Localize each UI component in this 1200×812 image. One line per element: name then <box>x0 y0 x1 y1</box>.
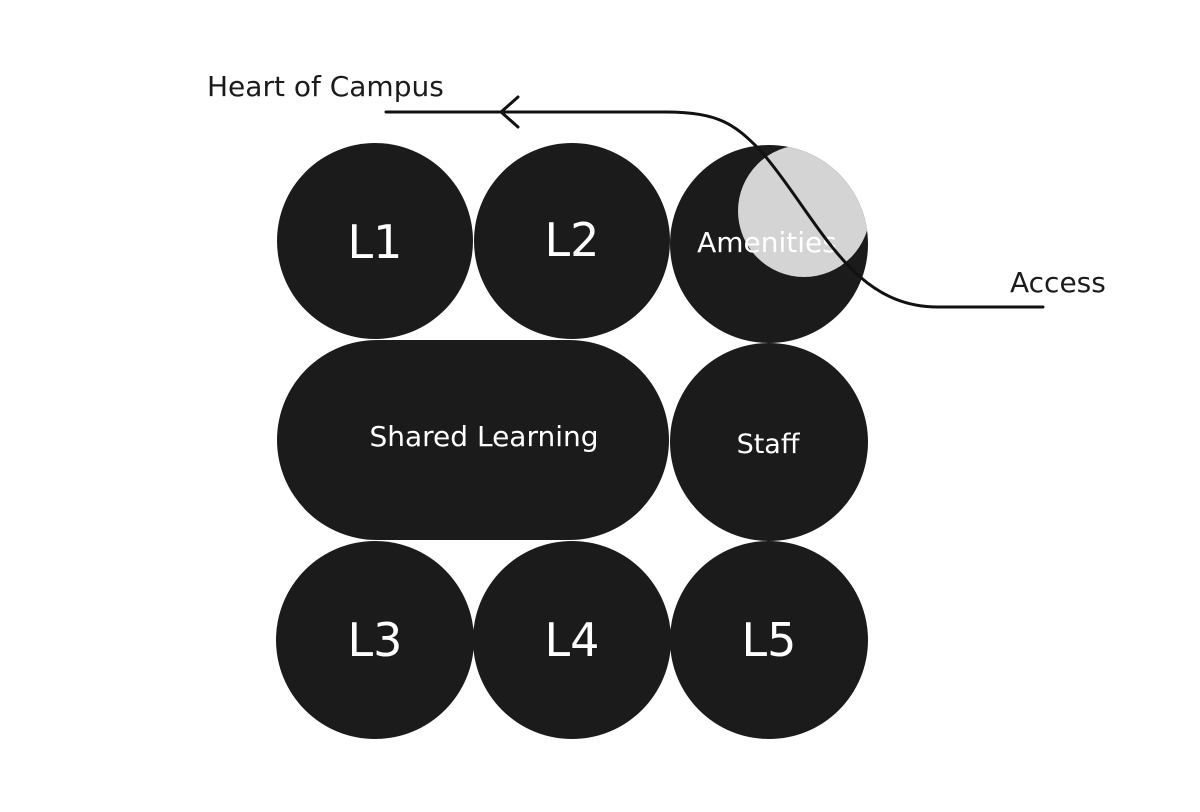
l3-label: L3 <box>348 613 403 667</box>
l2-node <box>474 143 670 339</box>
l5-node <box>670 541 868 739</box>
l1-node <box>277 143 473 339</box>
l5-label: L5 <box>742 613 797 667</box>
staff-node <box>670 343 868 541</box>
path-arrowhead <box>499 95 520 129</box>
l4-node <box>473 541 671 739</box>
l3-node <box>276 541 474 739</box>
access-path <box>384 110 1045 309</box>
heart-of-campus-label: Heart of Campus <box>207 70 444 103</box>
l1-label: L1 <box>348 215 403 269</box>
amenities-label: Amenities <box>697 226 837 259</box>
shared-learning-label: Shared Learning <box>369 420 598 453</box>
access-label: Access <box>1010 266 1106 299</box>
l4-label: L4 <box>545 613 600 667</box>
l2-label: L2 <box>545 213 600 267</box>
staff-label: Staff <box>737 429 801 460</box>
shared-learning-node <box>277 340 669 540</box>
